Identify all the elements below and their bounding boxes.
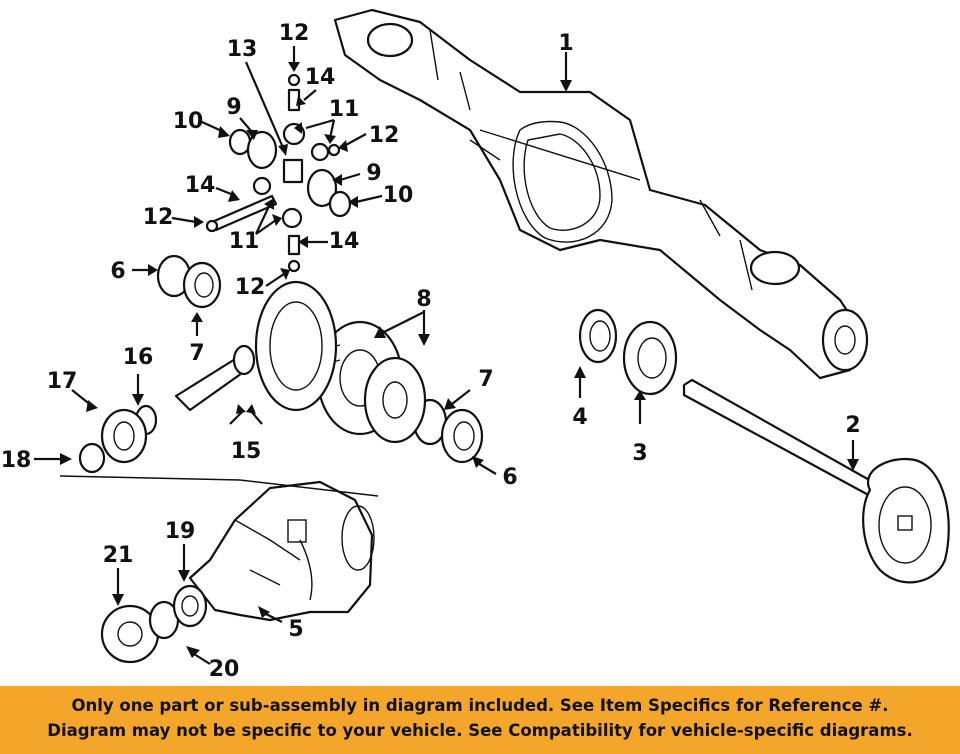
callout-4: 4 [572,405,587,430]
callout-9a: 9 [226,95,241,120]
callout-18: 18 [1,448,32,473]
callout-3: 3 [632,441,647,466]
callout-12d: 12 [235,275,266,300]
callout-11a: 11 [329,97,360,122]
ring-pinion-gear [174,280,338,412]
callout-9b: 9 [366,161,381,186]
callout-12c: 12 [143,205,174,230]
callout-11b: 11 [229,229,260,254]
footer-banner: Only one part or sub-assembly in diagram… [0,686,960,754]
differential-internals [205,73,352,273]
callout-14a: 14 [305,65,336,90]
callout-2: 2 [845,413,860,438]
callout-6a: 6 [110,259,125,284]
callout-6b: 6 [502,465,517,490]
companion-flange [100,584,208,664]
differential-case [316,320,427,444]
callout-20: 20 [209,657,240,682]
side-bearing-left [156,254,222,309]
callout-17: 17 [47,369,78,394]
callout-7a: 7 [189,341,204,366]
callout-15: 15 [231,439,262,464]
axle-bearing [622,320,678,396]
callout-7b: 7 [478,367,493,392]
footer-line-1: Only one part or sub-assembly in diagram… [71,696,889,715]
callout-5: 5 [288,617,303,642]
callout-21: 21 [103,543,134,568]
parts-diagram: 1 2 3 4 5 6 7 [1,8,950,682]
callout-8: 8 [416,287,431,312]
callout-10a: 10 [173,109,204,134]
callout-1: 1 [558,31,573,56]
callout-12a: 12 [279,21,310,46]
axle-seal [578,308,618,364]
callout-14c: 14 [329,229,360,254]
axle-housing [333,8,869,380]
footer-line-2: Diagram may not be specific to your vehi… [47,721,913,740]
callout-13: 13 [227,37,258,62]
callout-16: 16 [123,345,154,370]
callout-10b: 10 [383,183,414,208]
carrier-housing [188,480,375,622]
pinion-parts [78,404,158,474]
callout-14b: 14 [185,173,216,198]
axle-shaft [682,378,950,584]
callout-19: 19 [165,519,196,544]
callout-12b: 12 [369,123,400,148]
